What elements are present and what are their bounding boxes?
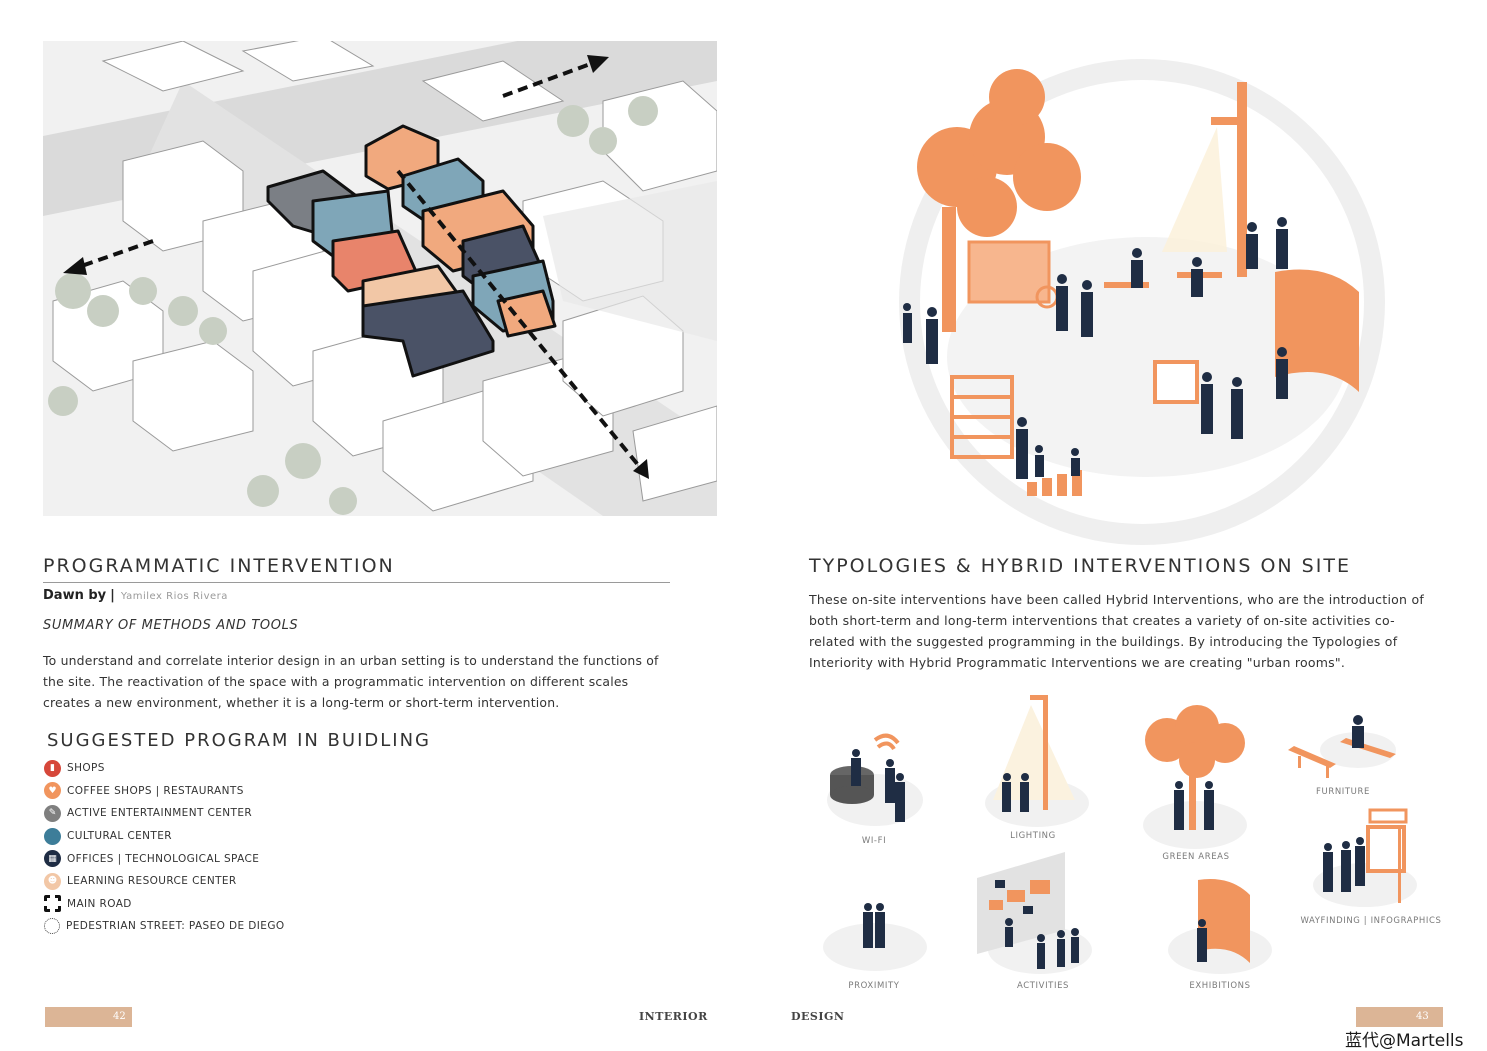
arrow-head-left <box>63 257 87 275</box>
page-tab-left: 42 <box>45 1007 132 1027</box>
legend-item-coffee-shops: ♥ COFFEE SHOPS | RESTAURANTS <box>44 780 285 803</box>
program-title: SUGGESTED PROGRAM IN BUIDLING <box>47 730 432 751</box>
streetlight-icon <box>985 695 1089 827</box>
footer-word-interior: INTERIOR <box>639 1010 708 1023</box>
legend-item-learning-center: ☻ LEARNING RESOURCE CENTER <box>44 870 285 893</box>
section-title: PROGRAMMATIC INTERVENTION <box>43 555 395 577</box>
board-icon <box>1153 360 1199 404</box>
people-icon: ☻ <box>44 872 61 890</box>
author-name: Yamilex Rios Rivera <box>120 591 228 602</box>
typology-green-areas <box>1137 705 1252 850</box>
typologies-paragraph: These on-site interventions have been ca… <box>809 592 1425 670</box>
typology-wifi <box>820 725 930 835</box>
legend-label: MAIN ROAD <box>67 897 132 910</box>
summary-heading: SUMMARY OF METHODS AND TOOLS <box>43 618 299 633</box>
credit-line: Dawn by| Yamilex Rios Rivera <box>43 588 228 603</box>
panel-icon <box>1168 879 1272 974</box>
people-icon <box>823 903 927 971</box>
climbing-frame-icon <box>950 375 1014 459</box>
feather-icon: ✎ <box>44 804 61 822</box>
typology-activities <box>975 850 1095 980</box>
vignette-drawing <box>837 59 1385 545</box>
street-scene-vignette <box>837 57 1387 547</box>
intro-paragraph: To understand and correlate interior des… <box>43 653 659 710</box>
legend-label: COFFEE SHOPS | RESTAURANTS <box>67 784 244 797</box>
stool-icon <box>1027 470 1082 496</box>
main-road-arrows <box>72 61 645 473</box>
exhibition-panel-icon <box>1275 269 1359 392</box>
typology-label: ACTIVITIES <box>1016 981 1070 991</box>
arrow-head-right <box>587 55 609 73</box>
arrow-head-down <box>633 459 649 479</box>
legend-item-offices: ▦ OFFICES | TECHNOLOGICAL SPACE <box>44 847 285 870</box>
coffee-cup-icon: ♥ <box>44 782 61 800</box>
circle-icon <box>44 827 61 845</box>
typology-wayfinding <box>1310 805 1420 910</box>
legend-label: ACTIVE ENTERTAINMENT CENTER <box>67 807 253 820</box>
section-title-right: TYPOLOGIES & HYBRID INTERVENTIONS ON SIT… <box>809 555 1351 577</box>
zoom-cone <box>543 181 717 341</box>
legend-label: SHOPS <box>67 762 105 775</box>
typology-proximity <box>820 895 930 975</box>
legend-item-shops: ▮ SHOPS <box>44 757 285 780</box>
typology-label: WAYFINDING | INFOGRAPHICS <box>1300 916 1442 926</box>
food-cart-icon <box>967 240 1059 309</box>
typology-label: GREEN AREAS <box>1162 852 1230 862</box>
typology-lighting <box>975 685 1095 830</box>
axonometric-site-map <box>43 41 717 516</box>
typology-label: WI-FI <box>861 836 887 846</box>
dotted-circle-icon <box>44 918 60 935</box>
typology-label: EXHIBITIONS <box>1189 981 1251 991</box>
watermark-text: 蓝代@Martells <box>1345 1031 1464 1051</box>
signboard-icon <box>1313 808 1417 907</box>
title-divider <box>43 582 670 583</box>
typology-furniture <box>1280 710 1405 790</box>
legend-label: LEARNING RESOURCE CENTER <box>67 875 237 888</box>
page-number-left: 42 <box>113 1011 126 1022</box>
credit-separator: | <box>110 588 115 603</box>
tree-icon <box>1143 705 1247 849</box>
typology-label: LIGHTING <box>1010 831 1056 841</box>
shopping-bag-icon: ▮ <box>44 759 61 777</box>
legend-label: PEDESTRIAN STREET: PASEO DE DIEGO <box>66 920 285 933</box>
dashed-square-icon <box>44 895 61 913</box>
legend-item-pedestrian-street: PEDESTRIAN STREET: PASEO DE DIEGO <box>44 915 285 938</box>
tree-clusters <box>48 96 658 515</box>
streetlight-icon <box>1211 82 1247 277</box>
program-legend: ▮ SHOPS ♥ COFFEE SHOPS | RESTAURANTS ✎ A… <box>44 757 285 938</box>
drawn-by-label: Dawn by <box>43 588 107 603</box>
legend-label: CULTURAL CENTER <box>67 830 172 843</box>
tree-icon <box>917 69 1081 332</box>
site-map-drawing <box>43 41 717 516</box>
wifi-icon <box>827 733 923 826</box>
intervention-buildings <box>266 124 557 378</box>
footer-word-design: DESIGN <box>791 1010 845 1023</box>
legend-label: OFFICES | TECHNOLOGICAL SPACE <box>67 852 260 865</box>
bench-icon <box>1288 715 1396 778</box>
folder-icon: ▦ <box>44 850 61 868</box>
legend-item-cultural-center: CULTURAL CENTER <box>44 825 285 848</box>
page-tab-right: 43 <box>1356 1007 1443 1027</box>
page-number-right: 43 <box>1416 1011 1429 1022</box>
legend-item-entertainment: ✎ ACTIVE ENTERTAINMENT CENTER <box>44 802 285 825</box>
typology-exhibitions <box>1160 875 1280 980</box>
mural-icon <box>977 852 1092 974</box>
legend-item-main-road: MAIN ROAD <box>44 893 285 916</box>
light-cone <box>1162 127 1227 252</box>
typology-label: FURNITURE <box>1316 787 1370 797</box>
typology-label: PROXIMITY <box>848 981 900 991</box>
people-icon <box>903 217 1288 479</box>
